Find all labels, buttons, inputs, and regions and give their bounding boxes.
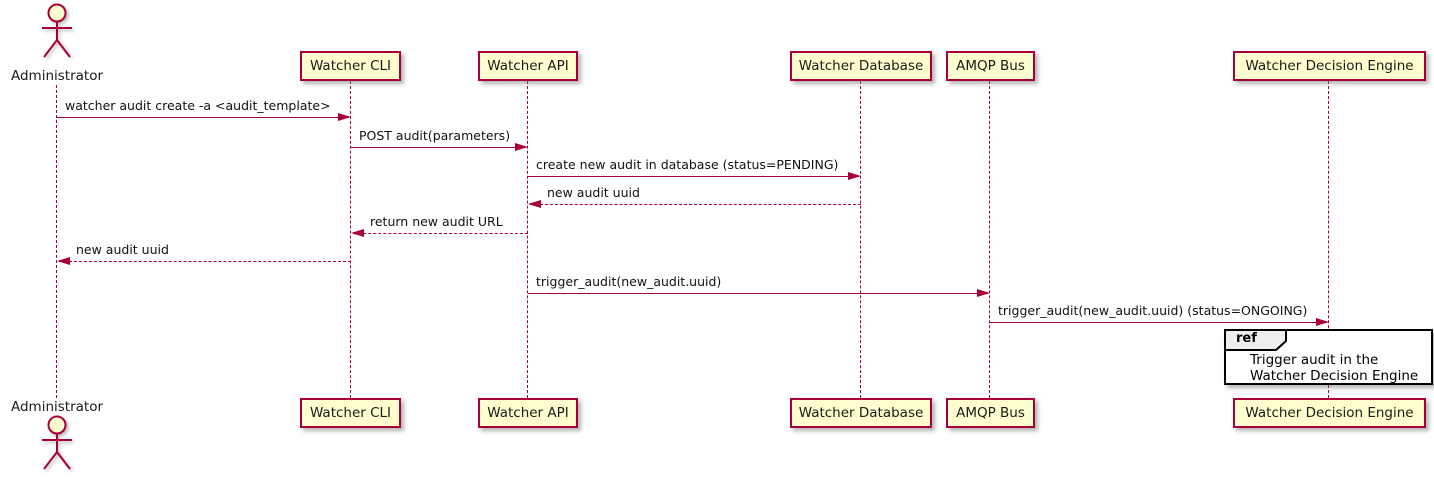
lifeline-administrator (56, 85, 57, 398)
message-label: new audit uuid (76, 242, 169, 257)
ref-text-line: Trigger audit in the (1250, 352, 1379, 368)
participant-box-watcher-api: Watcher API (478, 51, 578, 81)
lifeline-amqp-bus (989, 81, 990, 398)
message-arrowhead-icon (848, 172, 861, 180)
message-line (528, 293, 988, 294)
participant-label-administrator: Administrator (10, 68, 104, 84)
message-line (990, 322, 1327, 323)
participant-box-watcher-decision-engine: Watcher Decision Engine (1233, 51, 1426, 81)
message-arrowhead-icon (528, 200, 541, 208)
participant-box-watcher-cli: Watcher CLI (300, 51, 401, 81)
message-line (351, 147, 526, 148)
participant-box-watcher-database: Watcher Database (790, 51, 932, 81)
message-line (528, 176, 859, 177)
participant-box-watcher-database: Watcher Database (790, 398, 932, 428)
message-line (57, 117, 349, 118)
actor-icon (35, 2, 79, 68)
message-arrowhead-icon (338, 113, 351, 121)
participant-label-administrator: Administrator (10, 399, 104, 415)
lifeline-watcher-api (527, 81, 528, 398)
message-label: new audit uuid (547, 185, 640, 200)
lifeline-watcher-cli (350, 81, 351, 398)
message-arrowhead-icon (351, 229, 364, 237)
ref-content: Trigger audit in the Watcher Decision En… (1226, 331, 1431, 384)
message-label: return new audit URL (370, 214, 503, 229)
message-arrowhead-icon (515, 143, 528, 151)
participant-box-amqp-bus: AMQP Bus (946, 398, 1035, 428)
message-line (59, 261, 351, 262)
participant-box-watcher-cli: Watcher CLI (300, 398, 401, 428)
ref-tab: ref (1224, 329, 1288, 351)
message-arrowhead-icon (57, 257, 70, 265)
ref-text-line: Watcher Decision Engine (1250, 368, 1419, 384)
message-label: POST audit(parameters) (359, 128, 511, 143)
ref-fragment: ref Trigger audit in the Watcher Decisio… (1224, 329, 1433, 385)
message-label: create new audit in database (status=PEN… (536, 157, 839, 172)
ref-tab-pentagon-icon (1224, 329, 1287, 351)
message-line (353, 233, 528, 234)
participant-box-amqp-bus: AMQP Bus (946, 51, 1035, 81)
participant-box-watcher-api: Watcher API (478, 398, 578, 428)
ref-keyword: ref (1236, 331, 1257, 346)
participant-box-watcher-decision-engine: Watcher Decision Engine (1233, 398, 1426, 428)
message-label: trigger_audit(new_audit.uuid) (status=ON… (998, 303, 1308, 318)
message-arrowhead-icon (1316, 318, 1329, 326)
actor-icon (35, 414, 79, 480)
message-line (530, 204, 861, 205)
message-label: trigger_audit(new_audit.uuid) (536, 274, 722, 289)
lifeline-watcher-decision-engine (1328, 81, 1329, 398)
lifeline-watcher-database (860, 81, 861, 398)
message-label: watcher audit create -a <audit_template> (65, 98, 331, 113)
message-arrowhead-icon (977, 289, 990, 297)
